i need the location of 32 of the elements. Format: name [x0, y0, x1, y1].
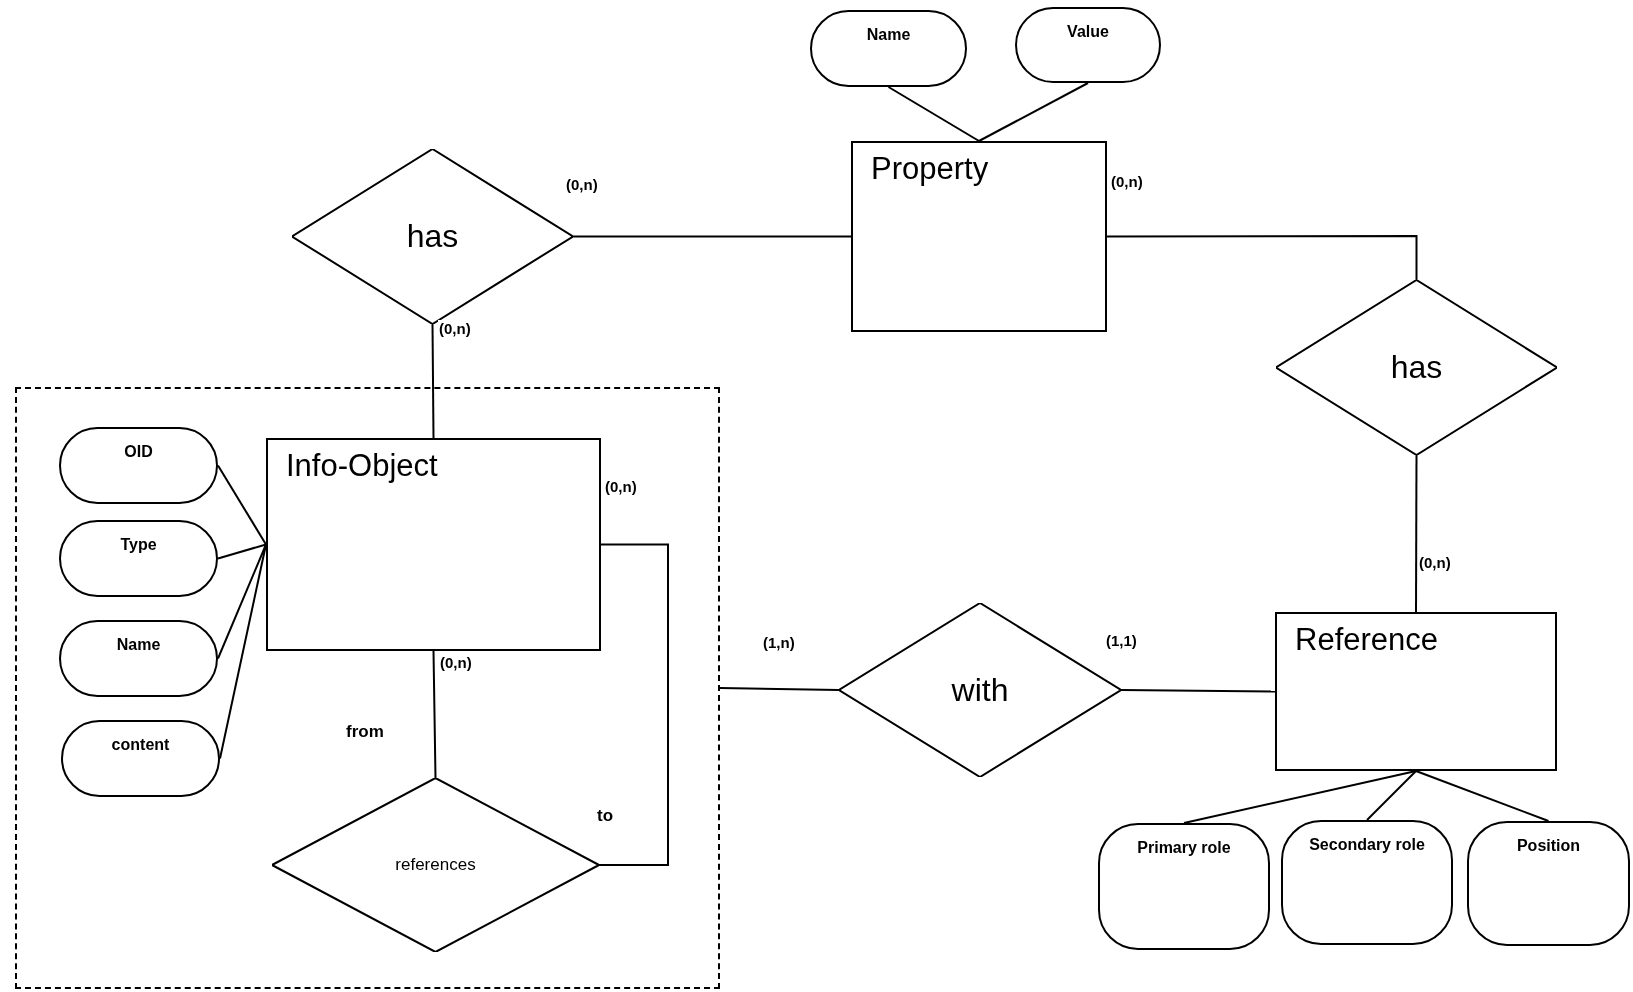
- connector-line: [1415, 770, 1550, 822]
- connector-line: [598, 543, 669, 866]
- connector-line: [887, 86, 980, 142]
- dashed-group-box: [15, 387, 720, 989]
- entity-box: Info-Object: [266, 438, 601, 651]
- connector-line: [572, 235, 852, 238]
- cardinality-label: (1,1): [1105, 632, 1138, 649]
- cardinality-label: (0,n): [565, 176, 599, 193]
- connector-line: [219, 543, 267, 760]
- connector-line: [719, 687, 840, 691]
- connector-line: [217, 464, 267, 546]
- role-label: from: [346, 722, 384, 742]
- role-label: to: [597, 806, 614, 826]
- connector-line: [1120, 689, 1276, 693]
- connector-line: [1415, 454, 1418, 613]
- relationship-diamond: has: [1276, 280, 1557, 455]
- entity-box: Reference: [1275, 612, 1557, 771]
- cardinality-label: (0,n): [438, 320, 472, 337]
- cardinality-label: (1,n): [762, 634, 796, 651]
- cardinality-label: (0,n): [439, 654, 473, 671]
- cardinality-label: (0,n): [1418, 554, 1452, 571]
- connector-line: [1106, 235, 1418, 281]
- connector-line: [1366, 770, 1417, 821]
- connector-line: [432, 650, 437, 779]
- connector-line: [431, 323, 435, 439]
- entity-box: Property: [851, 141, 1107, 332]
- connector-line: [978, 82, 1089, 142]
- connector-line: [1183, 770, 1417, 824]
- connector-line: [217, 543, 267, 560]
- connector-line: [217, 543, 267, 660]
- cardinality-label: (0,n): [604, 478, 638, 495]
- cardinality-label: (0,n): [1110, 173, 1144, 190]
